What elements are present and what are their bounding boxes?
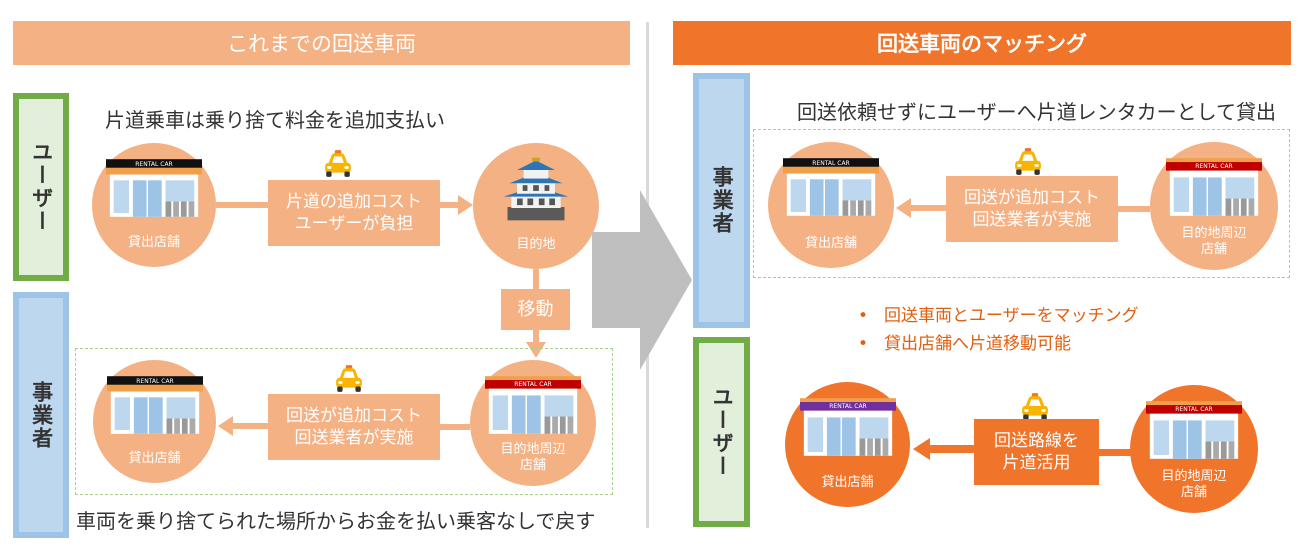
- left-user-cost-line2: ユーザーが負担: [294, 214, 414, 234]
- arrow-down-icon: [526, 330, 546, 358]
- header-before: これまでの回送車両: [13, 21, 630, 65]
- left-business-cost-line1: 回送が追加コスト: [286, 405, 422, 426]
- header-matching-text: 回送車両のマッチング: [877, 32, 1087, 56]
- left-label-user: ユーザー: [13, 93, 69, 281]
- right-business-cost-line1: 回送が追加コスト: [964, 187, 1100, 208]
- shop-sign-text: RENTAL CAR: [1175, 406, 1212, 413]
- right-business-cost-line2: 回送業者が実施: [972, 210, 1092, 230]
- bullet-item: •貸出店舗へ片道移動可能: [858, 334, 1071, 354]
- connector-line: [216, 202, 268, 208]
- right-user-origin-shop: RENTAL CAR 貸出店舗: [785, 382, 910, 507]
- move-label: 移動: [517, 298, 554, 320]
- right-label-business: 事業者: [693, 73, 750, 328]
- right-user-origin-label: 貸出店舗: [821, 474, 874, 490]
- taxi-icon: [1020, 393, 1050, 421]
- left-business-cost-line2: 回送業者が実施: [294, 428, 414, 448]
- right-user-dest-line1: 目的地周辺: [1161, 468, 1227, 484]
- right-business-origin-shop: RENTAL CAR 貸出店舗: [768, 142, 894, 268]
- shop-sign-text: RENTAL CAR: [829, 403, 866, 410]
- right-label-user: ユーザー: [693, 337, 750, 527]
- taxi-icon: [334, 365, 364, 393]
- left-user-cost-box: 片道の追加コスト ユーザーが負担: [268, 180, 440, 246]
- right-business-origin-label: 貸出店舗: [804, 235, 857, 251]
- left-user-destination: 目的地: [473, 143, 599, 269]
- right-user-dest-line2: 店舗: [1180, 484, 1207, 500]
- taxi-icon: [1013, 148, 1043, 176]
- connector-line: [1118, 206, 1150, 212]
- move-connector: [533, 269, 539, 289]
- connector-line: [1099, 449, 1132, 456]
- shop-sign-text: RENTAL CAR: [135, 161, 172, 168]
- bullet-text: 回送車両とユーザーをマッチング: [884, 306, 1139, 326]
- right-caption-top: 回送依頼せずにユーザーへ片道レンタカーとして貸出: [797, 100, 1276, 124]
- left-business-frame: [75, 348, 613, 495]
- connector-line: [440, 424, 470, 430]
- left-label-business-text: 事業者: [29, 380, 54, 450]
- left-caption-bottom: 車両を乗り捨てられた場所からお金を払い乗客なしで戻す: [76, 509, 596, 533]
- arrow-right-icon: [440, 195, 473, 215]
- shop-sign-text: RENTAL CAR: [136, 378, 173, 385]
- castle-icon: [498, 157, 574, 221]
- rental-shop-icon: RENTAL CAR: [107, 376, 203, 434]
- arrow-left-icon: [896, 198, 946, 218]
- bullet-item: •回送車両とユーザーをマッチング: [858, 306, 1139, 326]
- left-user-origin-shop: RENTAL CAR 貸出店舗: [92, 143, 216, 267]
- shop-sign-text: RENTAL CAR: [1195, 163, 1232, 170]
- left-business-origin-label: 貸出店舗: [128, 450, 181, 466]
- right-user-route-line2: 片道活用: [1002, 453, 1071, 473]
- left-business-destination-shop: RENTAL CAR 目的地周辺 店舗: [470, 360, 596, 486]
- bullet-text: 貸出店舗へ片道移動可能: [884, 334, 1071, 354]
- header-before-text: これまでの回送車両: [227, 32, 416, 56]
- left-label-business: 事業者: [13, 292, 69, 538]
- left-user-origin-label: 貸出店舗: [127, 234, 180, 250]
- rental-shop-icon: RENTAL CAR: [1146, 401, 1242, 459]
- left-business-cost-box: 回送が追加コスト 回送業者が実施: [268, 394, 440, 460]
- rental-shop-icon: RENTAL CAR: [106, 159, 202, 217]
- rental-shop-icon: RENTAL CAR: [800, 398, 896, 456]
- shop-sign-text: RENTAL CAR: [812, 160, 849, 167]
- right-business-frame: [753, 129, 1290, 278]
- arrow-left-icon: [913, 438, 975, 460]
- rental-shop-icon: RENTAL CAR: [485, 376, 581, 434]
- shop-sign-text: RENTAL CAR: [514, 381, 551, 388]
- left-business-origin-shop: RENTAL CAR 貸出店舗: [93, 360, 216, 483]
- right-user-route-box: 回送路線を 片道活用: [974, 419, 1099, 485]
- left-caption-top: 片道乗車は乗り捨て料金を追加支払い: [105, 108, 445, 132]
- right-business-dest-line1: 目的地周辺: [1181, 225, 1247, 241]
- right-business-destination-shop: RENTAL CAR 目的地周辺 店舗: [1150, 142, 1278, 270]
- big-arrow-icon: [592, 190, 692, 370]
- rental-shop-icon: RENTAL CAR: [783, 158, 879, 216]
- left-label-user-text: ユーザー: [29, 141, 54, 233]
- rental-shop-icon: RENTAL CAR: [1166, 158, 1262, 216]
- matching-bullets: •回送車両とユーザーをマッチング •貸出店舗へ片道移動可能: [858, 302, 1139, 358]
- left-user-cost-line1: 片道の追加コスト: [286, 191, 422, 212]
- right-business-dest-line2: 店舗: [1200, 241, 1227, 257]
- right-label-business-text: 事業者: [710, 166, 735, 235]
- taxi-icon: [323, 150, 353, 178]
- right-business-cost-box: 回送が追加コスト 回送業者が実施: [946, 176, 1118, 242]
- left-business-dest-line1: 目的地周辺: [500, 441, 566, 457]
- left-business-dest-line2: 店舗: [519, 457, 546, 473]
- move-box: 移動: [501, 289, 570, 330]
- right-label-user-text: ユーザー: [710, 386, 735, 478]
- right-user-destination-shop: RENTAL CAR 目的地周辺 店舗: [1130, 385, 1258, 513]
- left-user-destination-label: 目的地: [516, 236, 556, 252]
- arrow-left-icon: [218, 416, 268, 436]
- right-user-route-line1: 回送路線を: [994, 430, 1079, 451]
- header-matching: 回送車両のマッチング: [673, 21, 1291, 65]
